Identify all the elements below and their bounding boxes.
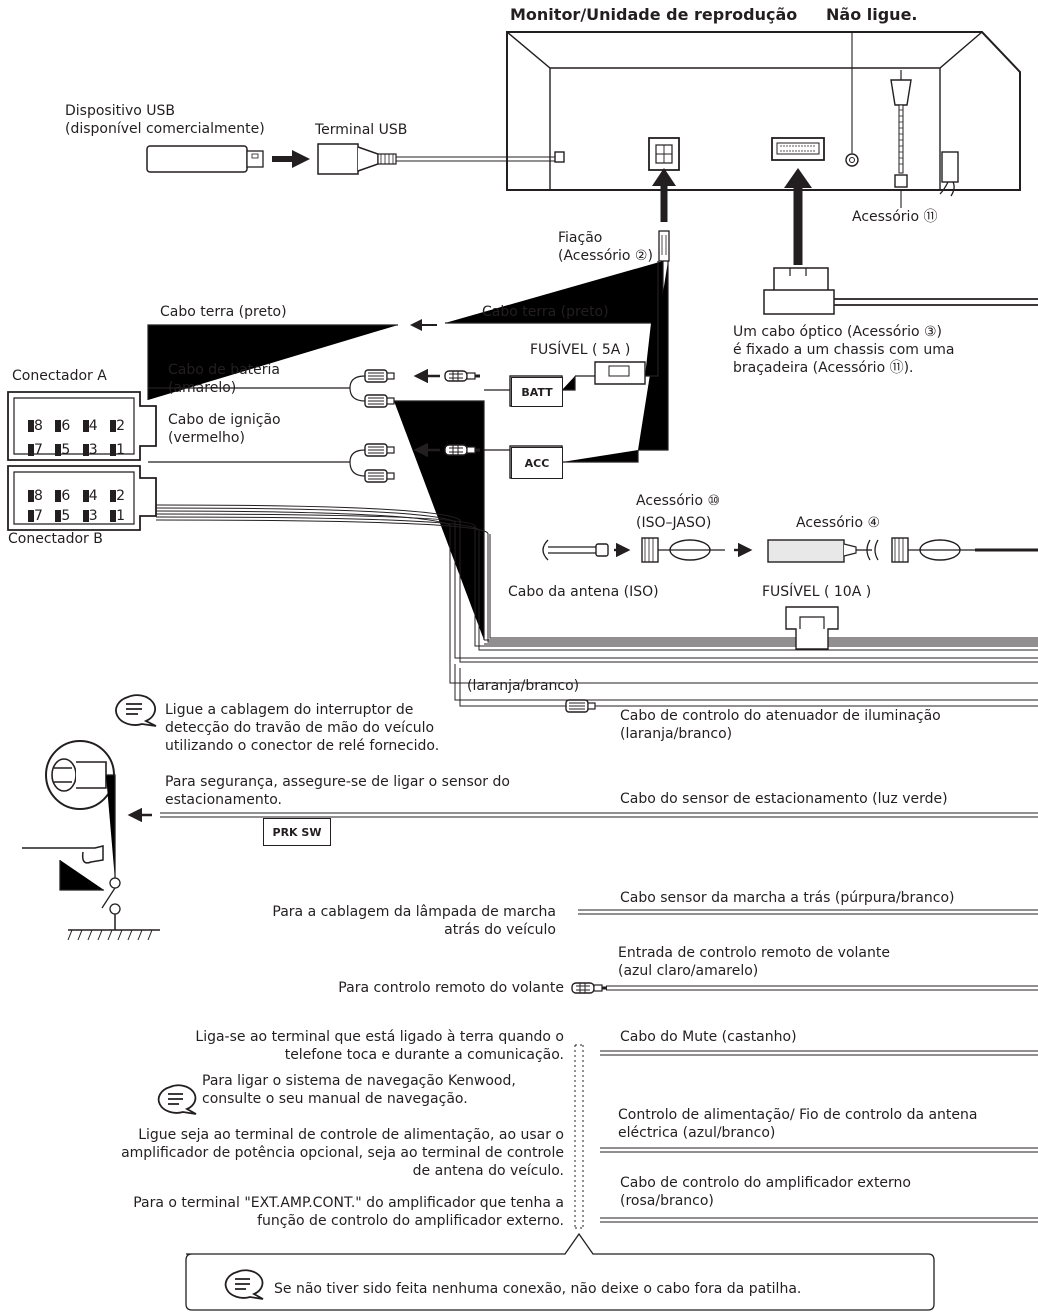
parking-safety-line2: estacionamento. xyxy=(165,792,282,808)
nav-note-line2: consulte o seu manual de navegação. xyxy=(202,1091,468,1107)
ground-left-label: Cabo terra (preto) xyxy=(160,304,287,320)
iso-jaso-label: (ISO–JASO) xyxy=(636,515,712,531)
batt-tag: BATT xyxy=(511,377,563,407)
parking-wire xyxy=(127,807,1038,823)
usb-device-note: (disponível comercialmente) xyxy=(65,121,265,137)
nav-note-line1: Para ligar o sistema de navegação Kenwoo… xyxy=(202,1073,516,1089)
optical-cable xyxy=(763,267,1038,315)
fuse-10a-label: FUSÍVEL ( 10A ) xyxy=(762,584,872,600)
antenna-assembly xyxy=(542,537,1038,563)
head-unit-title: Monitor/Unidade de reprodução xyxy=(510,5,798,24)
fuse-5a-label: FUSÍVEL ( 5A ) xyxy=(530,342,631,358)
battery-cable-label: Cabo de bateria xyxy=(168,362,280,378)
ignition-cable-color: (vermelho) xyxy=(168,430,245,446)
connectors-ab xyxy=(7,391,1038,713)
reverse-left-line1: Para a cablagem da lâmpada de marcha xyxy=(272,904,556,920)
prk-sw-tag: PRK SW xyxy=(263,818,331,846)
dimmer-cable-color: (laranja/branco) xyxy=(620,726,733,742)
battery-cable-color: (amarelo) xyxy=(168,380,237,396)
power-left-line2: amplificador de potência opcional, seja … xyxy=(121,1145,564,1161)
note-icon xyxy=(115,694,157,727)
reverse-cable-label: Cabo sensor da marcha a trás (púrpura/br… xyxy=(620,890,955,906)
handbrake-note-line2: detecção do travão de mão do veículo xyxy=(165,720,435,736)
mute-cable-label: Cabo do Mute (castanho) xyxy=(620,1029,797,1045)
acc-tag: ACC xyxy=(511,447,563,479)
power-left-line3: de antena do veículo. xyxy=(412,1163,564,1179)
steering-cable-color: (azul claro/amarelo) xyxy=(618,963,759,979)
accessory11-label: Acessório ⑪ xyxy=(852,209,938,225)
accessory10-label: Acessório ⑩ xyxy=(636,493,721,509)
parking-safety-line1: Para segurança, assegure-se de ligar o s… xyxy=(165,774,510,790)
connector-a-label: Conectador A xyxy=(12,368,107,384)
bottom-note: Se não tiver sido feita nenhuma conexão,… xyxy=(274,1281,802,1297)
arrows-to-unit xyxy=(652,168,812,265)
fuse-5a xyxy=(575,361,646,385)
no-connect-label: Não ligue. xyxy=(826,5,918,24)
optical-note-line3: braçadeira (Acessório ⑪). xyxy=(733,360,914,376)
fuse-10a xyxy=(785,606,839,650)
accessory4-label: Acessório ④ xyxy=(796,515,881,531)
parking-cable-label: Cabo do sensor de estacionamento (luz ve… xyxy=(620,791,948,807)
bottom-callout-box xyxy=(185,1232,935,1311)
main-harness xyxy=(147,230,670,451)
harness-label: Fiação xyxy=(558,230,603,246)
amp-cable-label: Cabo de controlo do amplificador externo xyxy=(620,1175,911,1191)
amp-left-line1: Para o terminal "EXT.AMP.CONT." do ampli… xyxy=(133,1195,564,1211)
ignition-cable-label: Cabo de ignição xyxy=(168,412,281,428)
steering-left-label: Para controlo remoto do volante xyxy=(338,980,564,996)
dimmer-cable-label: Cabo de controlo do atenuador de ilumina… xyxy=(620,708,941,724)
handbrake-switch xyxy=(22,740,160,941)
mute-left-line1: Liga-se ao terminal que está ligado à te… xyxy=(195,1029,564,1045)
connector-b-pins: 8 6 4 2 xyxy=(28,488,125,505)
connector-a-pins: 8 6 4 2 xyxy=(28,418,125,435)
amp-cable-color: (rosa/branco) xyxy=(620,1193,714,1209)
lower-wires xyxy=(571,909,1038,1229)
connector-b-pins-bottom: 7 5 3 1 xyxy=(28,508,125,525)
connector-b-label: Conectador B xyxy=(8,531,103,547)
reverse-left-line2: atrás do veículo xyxy=(444,922,556,938)
note-icon xyxy=(157,1084,197,1115)
usb-device-label: Dispositivo USB xyxy=(65,103,176,119)
power-cable-color: eléctrica (azul/branco) xyxy=(618,1125,776,1141)
power-cable-label: Controlo de alimentação/ Fio de controlo… xyxy=(618,1107,978,1123)
mute-left-line2: telefone toca e durante a comunicação. xyxy=(284,1047,564,1063)
antenna-cable-label: Cabo da antena (ISO) xyxy=(508,584,659,600)
optical-note-line2: é fixado a um chassis com uma xyxy=(733,342,955,358)
power-left-line1: Ligue seja ao terminal de controle de al… xyxy=(138,1127,564,1143)
dimmer-small-label: (laranja/branco) xyxy=(467,678,580,694)
usb-cable xyxy=(146,143,555,175)
note-icon xyxy=(224,1269,264,1300)
amp-left-line2: função de controlo do amplificador exter… xyxy=(257,1213,564,1229)
handbrake-note-line1: Ligue a cablagem do interruptor de xyxy=(165,702,414,718)
ground-right-label: Cabo terra (preto) xyxy=(482,304,609,320)
connector-a-pins-bottom: 7 5 3 1 xyxy=(28,442,125,459)
handbrake-note-line3: utilizando o conector de relé fornecido. xyxy=(165,738,440,754)
optical-note-line1: Um cabo óptico (Acessório ③) xyxy=(733,324,942,340)
usb-terminal-label: Terminal USB xyxy=(315,122,408,138)
harness-accessory-label: (Acessório ②) xyxy=(558,248,653,264)
head-unit xyxy=(506,31,1021,208)
steering-cable-label: Entrada de controlo remoto de volante xyxy=(618,945,890,961)
